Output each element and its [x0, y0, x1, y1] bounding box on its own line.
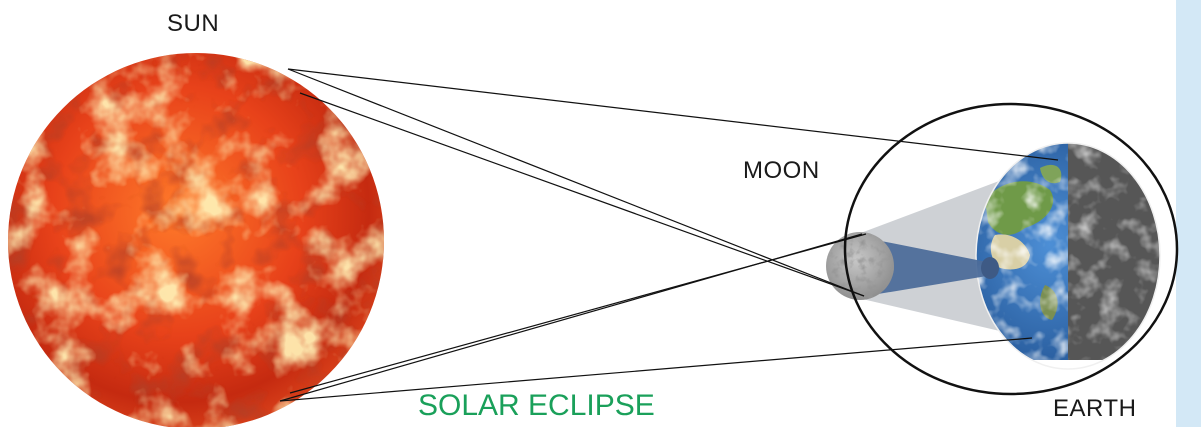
sun-label: SUN: [167, 10, 219, 38]
ray-upper-mid: [300, 93, 864, 296]
sun-illustration: [8, 53, 384, 427]
background-band: [1176, 0, 1201, 427]
earth-illustration: [960, 140, 1168, 372]
moon-label: MOON: [743, 157, 820, 185]
umbra-spot: [981, 257, 999, 279]
earth-label: EARTH: [1053, 395, 1136, 423]
diagram-title: SOLAR ECLIPSE: [418, 389, 655, 423]
